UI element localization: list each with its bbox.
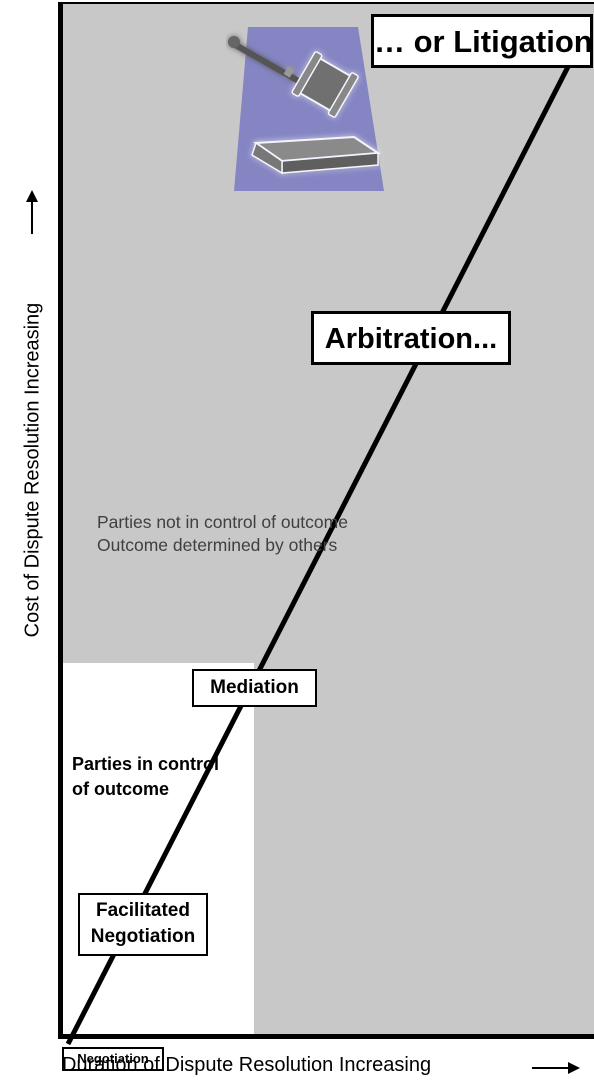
gavel-icon — [228, 27, 384, 191]
others-control-note-line1: Parties not in control of outcome — [97, 512, 348, 532]
others-control-note: Parties not in control of outcome Outcom… — [97, 511, 348, 557]
y-axis-label-wrap: Cost of Dispute Resolution Increasing — [13, 190, 53, 750]
mediation-label: Mediation — [192, 669, 317, 707]
x-axis-label: Duration of Dispute Resolution Increasin… — [62, 1054, 432, 1076]
escalation-line — [65, 53, 577, 1046]
arrow-right-icon — [532, 1062, 580, 1074]
litigation-label: … or Litigation — [371, 14, 593, 68]
y-axis-label: Cost of Dispute Resolution Increasing — [21, 302, 44, 638]
parties-control-note-line2: of outcome — [72, 779, 169, 799]
arrow-up-icon — [26, 190, 38, 234]
others-control-note-line2: Outcome determined by others — [97, 535, 338, 555]
facilitated-negotiation-line1: Facilitated — [96, 900, 190, 921]
parties-control-note: Parties in control of outcome — [72, 752, 219, 802]
arbitration-label: Arbitration... — [311, 311, 511, 365]
parties-in-control-region — [63, 663, 254, 1034]
negotiation-label: Negotiation — [62, 1047, 164, 1071]
parties-control-note-line1: Parties in control — [72, 754, 220, 774]
facilitated-negotiation-label: Facilitated Negotiation — [78, 893, 208, 956]
facilitated-negotiation-line2: Negotiation — [90, 926, 196, 947]
